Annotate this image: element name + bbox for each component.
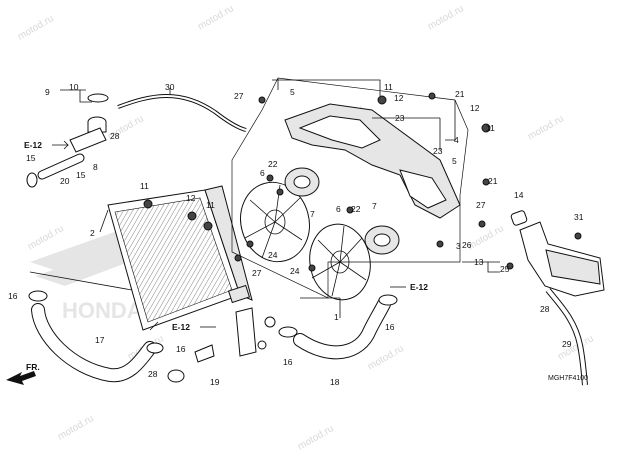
hose-clamp (378, 294, 398, 306)
hose-clamp (167, 369, 185, 383)
cooling-fan-left (240, 181, 310, 263)
callout-7b: 7 (372, 201, 377, 211)
callout-5b: 5 (452, 156, 457, 166)
callout-1: 1 (334, 312, 339, 322)
callout-29: 29 (562, 339, 572, 349)
callout-8: 8 (93, 162, 98, 172)
reference-labels: E-12 E-12 E-12 (24, 140, 428, 332)
watermark-text: motod.ru (526, 113, 566, 142)
callout-4: 4 (454, 135, 459, 145)
callout-2: 2 (90, 228, 95, 238)
callout-17: 17 (95, 335, 105, 345)
callout-labels: 1 2 3 4 5 5 6 6 7 7 8 9 10 11 11 11 11 1… (8, 82, 584, 387)
reference-label: E-12 (172, 322, 190, 332)
callout-25: 25 (500, 264, 510, 274)
callout-15: 15 (26, 153, 36, 163)
honda-logo-text: HONDA (62, 298, 143, 323)
callout-13: 13 (474, 257, 484, 267)
callout-22b: 22 (351, 204, 361, 214)
callout-30: 30 (165, 82, 175, 92)
watermark-text: motod.ru (196, 3, 236, 32)
callout-18: 18 (330, 377, 340, 387)
callout-28: 28 (110, 131, 120, 141)
callout-28c: 28 (540, 304, 550, 314)
callout-16c: 16 (283, 357, 293, 367)
callout-23b: 23 (433, 146, 443, 156)
callout-27: 27 (234, 91, 244, 101)
callout-16: 16 (8, 291, 18, 301)
watermark-text: motod.ru (366, 343, 406, 372)
callout-19: 19 (210, 377, 220, 387)
callout-12b: 12 (394, 93, 404, 103)
callout-28b: 28 (148, 369, 158, 379)
front-direction-arrow: FR. (6, 362, 40, 385)
reference-label: E-12 (24, 140, 42, 150)
clamp-bracket (194, 344, 215, 363)
callout-21b: 21 (488, 176, 498, 186)
watermark-text: motod.ru (466, 223, 506, 252)
callout-11: 11 (140, 181, 149, 191)
callout-11d: 11 (486, 123, 495, 133)
callout-7: 7 (310, 209, 315, 219)
callout-23: 23 (395, 113, 405, 123)
callout-26: 26 (462, 240, 472, 250)
callout-5: 5 (290, 87, 295, 97)
callout-14: 14 (514, 190, 524, 200)
assembly-box (231, 77, 469, 299)
callout-12: 12 (186, 193, 196, 203)
callout-12c: 12 (470, 103, 480, 113)
hose-clamp (28, 290, 48, 302)
callout-24b: 24 (290, 266, 300, 276)
callout-10: 10 (69, 82, 79, 92)
honda-wing-logo: HONDA (30, 230, 150, 323)
callout-24: 24 (268, 250, 278, 260)
callout-27c: 27 (476, 200, 486, 210)
watermark-text: motod.ru (56, 413, 96, 442)
watermark-text: motod.ru (426, 3, 466, 32)
callout-6: 6 (260, 168, 265, 178)
callout-16b: 16 (176, 344, 186, 354)
callout-11c: 11 (384, 82, 393, 92)
callout-21: 21 (455, 89, 465, 99)
hose-clamp (278, 326, 298, 338)
callout-9: 9 (45, 87, 50, 97)
leader-lines (29, 78, 500, 331)
callout-3: 3 (456, 241, 461, 251)
hose-clamp (26, 172, 38, 188)
callout-22: 22 (268, 159, 278, 169)
front-direction-label: FR. (26, 362, 40, 372)
callout-6b: 6 (336, 204, 341, 214)
fan-shroud (284, 103, 461, 219)
callout-16d: 16 (385, 322, 395, 332)
watermark-text: motod.ru (26, 223, 66, 252)
watermark-text: motod.ru (296, 423, 336, 452)
callout-20: 20 (60, 176, 70, 186)
reference-label: E-12 (410, 282, 428, 292)
callout-31: 31 (574, 212, 584, 222)
radiator-cap-assembly (69, 93, 109, 153)
callout-27b: 27 (252, 268, 262, 278)
diagram-code: MGH7F4100 (548, 375, 588, 382)
hose-clamp (146, 342, 164, 354)
callout-15b: 15 (76, 170, 86, 180)
watermark-text: motod.ru (16, 13, 56, 42)
reserve-tank (510, 210, 605, 297)
callout-11b: 11 (206, 200, 215, 210)
